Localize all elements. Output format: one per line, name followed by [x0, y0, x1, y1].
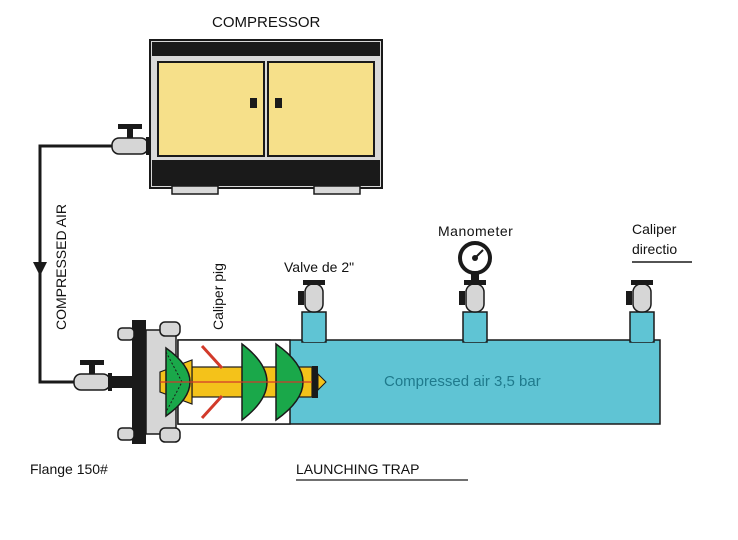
- valve-label: Valve de 2": [284, 259, 354, 275]
- compressor-base-band: [152, 160, 380, 186]
- compressor-label: COMPRESSOR: [212, 14, 321, 31]
- compressor-top-band: [152, 42, 380, 56]
- compressor: [149, 39, 383, 195]
- caliper-direction-label-line1: Caliper: [632, 221, 677, 237]
- arrow-down-icon: [33, 262, 47, 276]
- valve-icon: [459, 280, 486, 313]
- caliper-pig-label: Caliper pig: [210, 263, 226, 330]
- valve-icon: [298, 280, 325, 313]
- caliper-pig: [159, 342, 327, 422]
- flange-inlet-connector: [110, 376, 132, 388]
- compressor-door-left: [157, 61, 265, 157]
- door-handle-left: [250, 98, 257, 108]
- compressed-air-line: [33, 144, 150, 384]
- compressor-door-right: [267, 61, 375, 157]
- valve-icon: [73, 360, 112, 391]
- launching-trap-label: LAUNCHING TRAP: [296, 461, 419, 477]
- compressed-air-pressure-label: Compressed air 3,5 bar: [384, 373, 541, 390]
- manometer-label: Manometer: [438, 223, 513, 239]
- flange-label: Flange 150#: [30, 461, 108, 477]
- compressed-air-label: COMPRESSED AIR: [53, 204, 69, 330]
- riser-right: [629, 311, 655, 343]
- riser-manometer: [462, 311, 488, 343]
- compressor-foot-right: [313, 185, 361, 195]
- compressor-foot-left: [171, 185, 219, 195]
- caliper-direction-label-line2: directio: [632, 241, 677, 257]
- manometer-icon: [458, 241, 492, 282]
- valve-icon: [626, 280, 653, 313]
- riser-valve: [301, 311, 327, 343]
- door-handle-right: [275, 98, 282, 108]
- valve-icon: [111, 124, 150, 155]
